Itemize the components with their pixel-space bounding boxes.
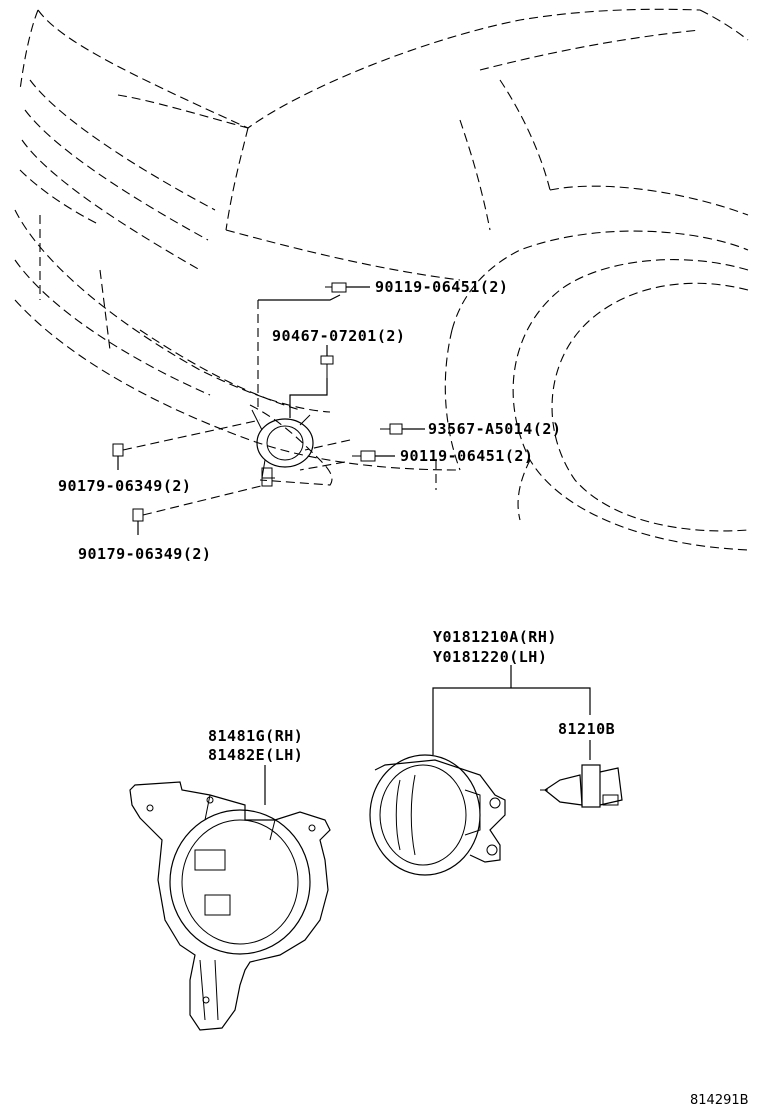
label-bolt-upper: 90119-06451(2): [375, 278, 508, 296]
fog-lamp-unit: [369, 754, 506, 876]
label-bolt-right-2: 90119-06451(2): [400, 447, 533, 465]
label-bracket-rh: 81481G(RH): [208, 727, 303, 745]
fog-lamp-installed: [251, 409, 314, 487]
label-lamp-lh: Y0181220(LH): [433, 648, 547, 666]
label-screw: 90467-07201(2): [272, 327, 405, 345]
fog-lamp-bulb: [540, 764, 623, 808]
label-bulb: 81210B: [558, 720, 615, 738]
label-nut-left-2: 90179-06349(2): [78, 545, 211, 563]
diagram-reference-number: 814291B: [690, 1093, 749, 1108]
leader-lines: [117, 286, 425, 535]
label-nut-left-1: 90179-06349(2): [58, 477, 191, 495]
label-lamp-rh: Y0181210A(RH): [433, 628, 557, 646]
vehicle-front-outline: [14, 8, 749, 551]
label-bracket-lh: 81482E(LH): [208, 746, 303, 764]
fog-lamp-bracket: [129, 781, 331, 1031]
label-bolt-right-1: 93567-A5014(2): [428, 420, 561, 438]
